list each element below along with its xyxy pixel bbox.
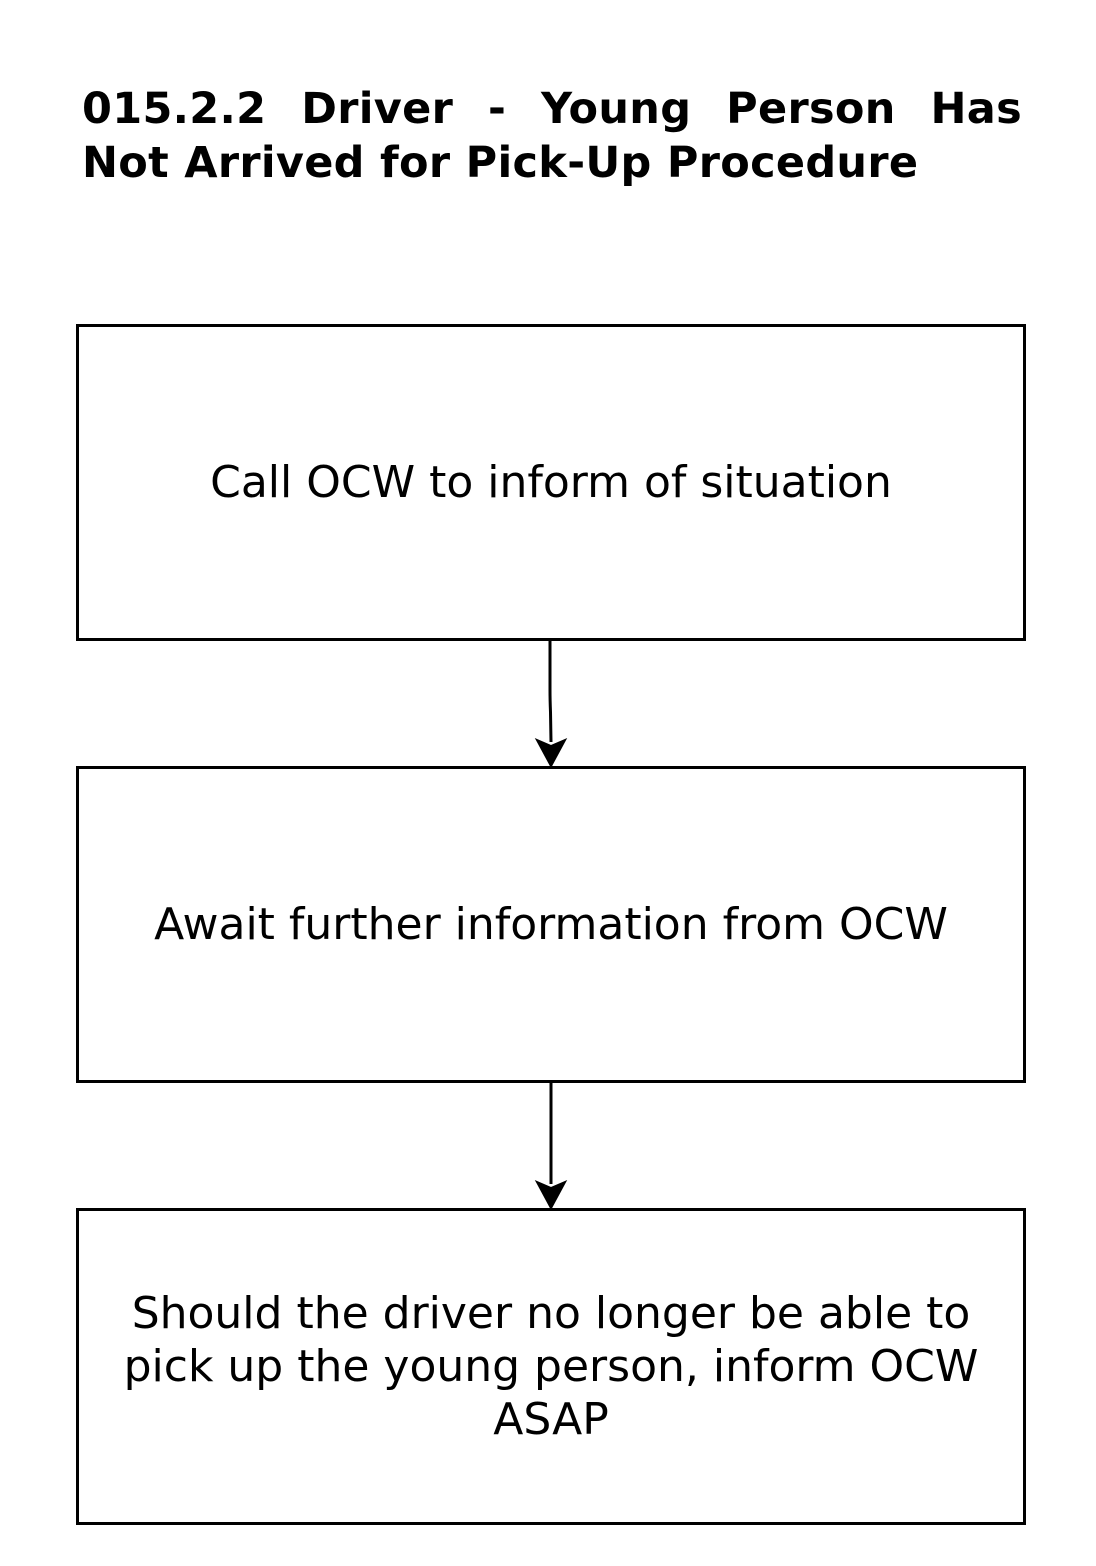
step-box-inform-ocw-asap: Should the driver no longer be able to p… — [76, 1208, 1026, 1525]
arrowhead-icon — [534, 737, 568, 769]
connector-line — [548, 641, 553, 743]
arrowhead-icon — [534, 1179, 568, 1211]
connector-arrow-2-to-3 — [534, 1083, 568, 1211]
step-label: Should the driver no longer be able to p… — [123, 1288, 979, 1445]
step-box-await-information: Await further information from OCW — [76, 766, 1026, 1083]
connector-arrow-1-to-2 — [534, 641, 568, 769]
page-title: 015.2.2 Driver - Young Person Has Not Ar… — [82, 84, 1022, 188]
step-label: Await further information from OCW — [154, 899, 948, 950]
step-box-call-ocw: Call OCW to inform of situation — [76, 324, 1026, 641]
step-label: Call OCW to inform of situation — [210, 457, 892, 508]
